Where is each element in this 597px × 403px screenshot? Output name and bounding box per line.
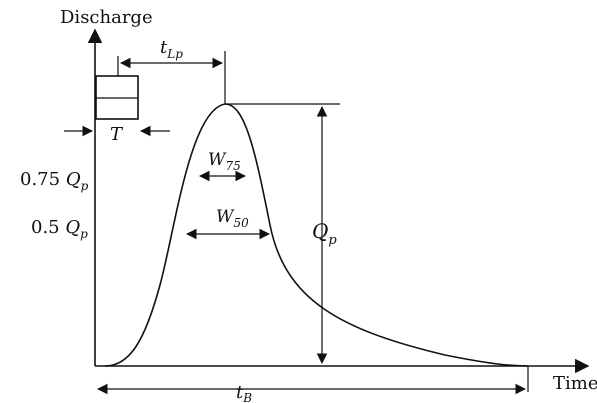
peak-discharge-label: Qp bbox=[312, 219, 337, 248]
lag-time-label: tLp bbox=[160, 37, 183, 61]
x-axis-label: Time bbox=[553, 373, 597, 394]
q75-label: 0.75 Qp bbox=[20, 169, 89, 193]
q50-label: 0.5 Qp bbox=[31, 217, 88, 241]
y-axis-label: Discharge bbox=[60, 7, 153, 28]
base-time-label: tB bbox=[236, 382, 252, 403]
hydrograph-curve bbox=[104, 103, 529, 367]
w50-label: W50 bbox=[216, 207, 249, 230]
duration-label: T bbox=[110, 124, 124, 145]
w75-label: W75 bbox=[208, 150, 241, 173]
